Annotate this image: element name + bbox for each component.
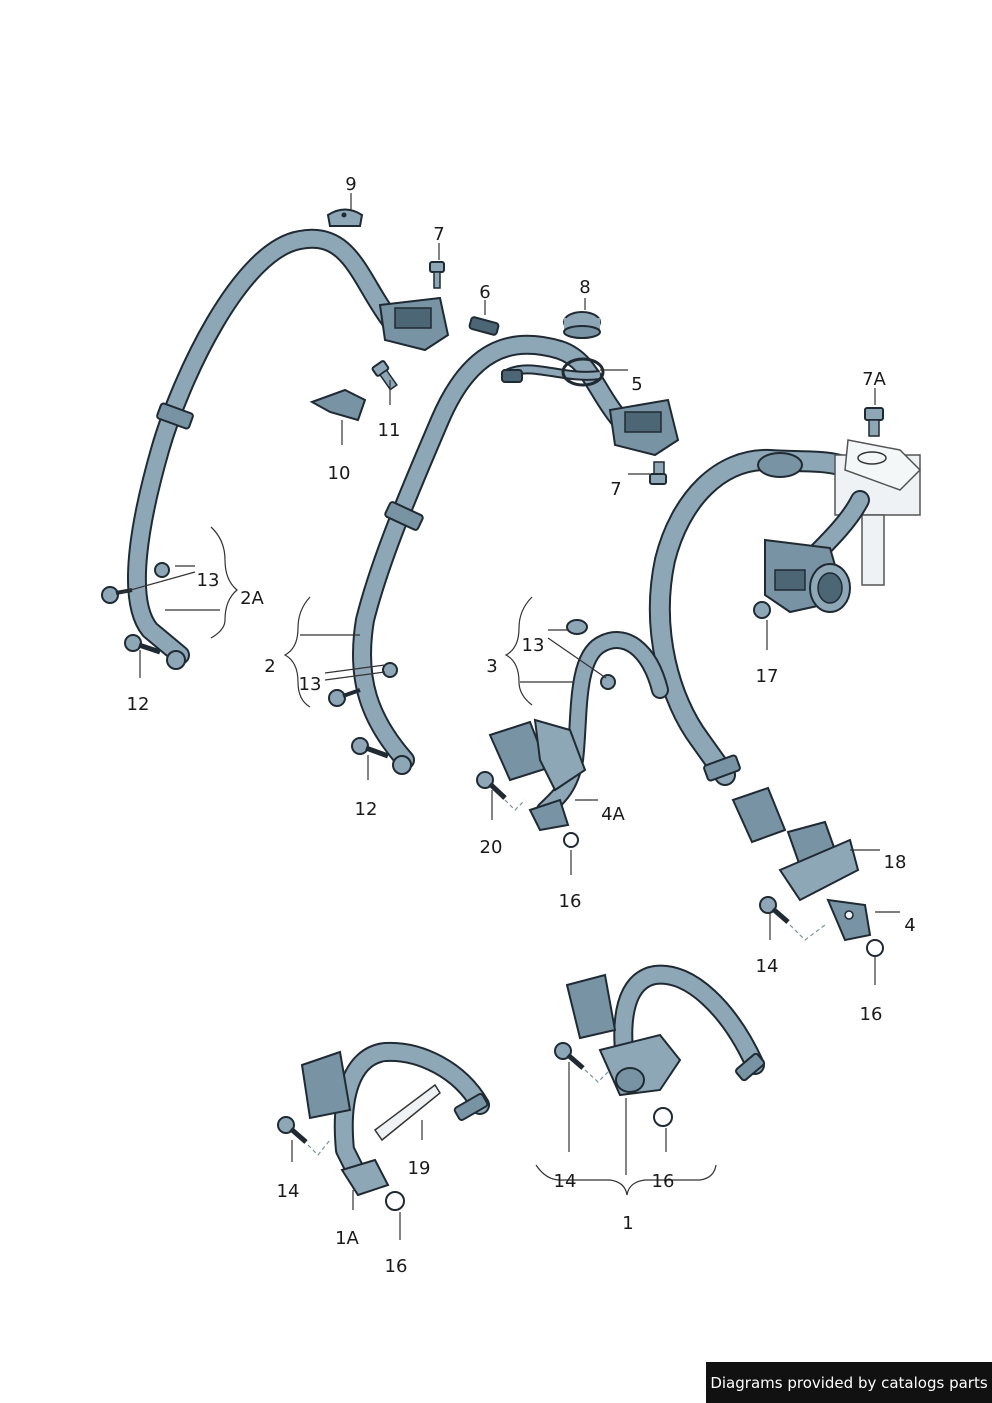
callout-13-mid: 13 bbox=[299, 674, 322, 695]
callout-4: 4 bbox=[904, 915, 915, 936]
credit-banner: Diagrams provided by catalogs parts bbox=[706, 1362, 992, 1403]
callout-14-bottom-right: 14 bbox=[554, 1171, 577, 1192]
bolts bbox=[101, 586, 790, 1144]
height-adjuster-pillar bbox=[834, 439, 922, 586]
callout-7-mid: 7 bbox=[610, 479, 621, 500]
callout-16-center: 16 bbox=[559, 891, 582, 912]
belt-ring-part-5 bbox=[501, 357, 605, 387]
belt-tongue-4 bbox=[703, 754, 741, 782]
callout-16-right: 16 bbox=[860, 1004, 883, 1025]
bolt-14-b bbox=[277, 1116, 308, 1144]
retractor-right bbox=[764, 490, 870, 614]
callout-5: 5 bbox=[631, 374, 642, 395]
dashed-guides bbox=[307, 799, 826, 1156]
anchor-plate-2 bbox=[392, 755, 412, 775]
callout-14-right: 14 bbox=[756, 956, 779, 977]
callout-8: 8 bbox=[579, 277, 590, 298]
belt-assembly-2a bbox=[126, 228, 400, 670]
callout-7-top: 7 bbox=[433, 224, 444, 245]
callout-14-bottom-left: 14 bbox=[277, 1181, 300, 1202]
belt-mount-7a bbox=[757, 452, 803, 478]
callout-6: 6 bbox=[479, 282, 490, 303]
callout-10: 10 bbox=[328, 463, 351, 484]
bolt-13-b bbox=[328, 688, 361, 707]
retractor-middle bbox=[608, 398, 680, 457]
callout-11: 11 bbox=[378, 420, 401, 441]
cap-hole-icon bbox=[341, 212, 347, 218]
bolt-part-7-top bbox=[429, 261, 445, 289]
callout-20: 20 bbox=[480, 837, 503, 858]
nut-part-17 bbox=[753, 601, 771, 619]
leader-lines bbox=[119, 193, 900, 1240]
bolt-12-a bbox=[124, 634, 161, 655]
callout-labels: 9 7 6 8 5 11 10 7 7A 13 2A 12 2 13 12 3 … bbox=[127, 174, 916, 1277]
bolt-14-a bbox=[759, 896, 790, 924]
callout-3: 3 bbox=[486, 656, 497, 677]
screw-part-11 bbox=[371, 360, 398, 391]
bolt-12-b bbox=[351, 737, 389, 759]
belt-assembly-4 bbox=[648, 448, 851, 786]
bracket-part-10 bbox=[309, 388, 367, 422]
callout-16-bottom-right: 16 bbox=[652, 1171, 675, 1192]
clip-part-6 bbox=[468, 316, 500, 336]
callout-1: 1 bbox=[622, 1213, 633, 1234]
buckle-1a bbox=[300, 1050, 352, 1120]
anchor-plate-2a bbox=[166, 650, 186, 670]
callout-7a: 7A bbox=[862, 369, 886, 390]
bolt-part-7-mid bbox=[649, 461, 667, 485]
buckle-assembly-4 bbox=[731, 786, 872, 942]
buckle-1 bbox=[565, 973, 617, 1040]
belt-guide-2 bbox=[384, 501, 424, 531]
callout-4a: 4A bbox=[601, 804, 625, 825]
callout-13-left: 13 bbox=[197, 570, 220, 591]
retractor-upper-left bbox=[378, 296, 450, 352]
callout-9: 9 bbox=[345, 174, 356, 195]
cap-part-8 bbox=[563, 311, 601, 339]
callout-12-left: 12 bbox=[127, 694, 150, 715]
bolt-14-c bbox=[554, 1042, 585, 1070]
cover-part-18 bbox=[778, 838, 860, 902]
belt-assembly-3 bbox=[488, 631, 669, 832]
callout-16-bottom-left: 16 bbox=[385, 1256, 408, 1277]
callout-2: 2 bbox=[264, 656, 275, 677]
callout-2a: 2A bbox=[240, 588, 264, 609]
bolt-part-7a bbox=[864, 407, 884, 437]
callout-12-mid: 12 bbox=[355, 799, 378, 820]
label-strip-part-19 bbox=[373, 1083, 441, 1142]
belt-guide-2a bbox=[156, 402, 194, 430]
bolt-20 bbox=[476, 771, 507, 800]
cover-cap-part-9 bbox=[326, 208, 364, 227]
callout-1a: 1A bbox=[335, 1228, 359, 1249]
bolt-13-a bbox=[101, 586, 133, 604]
belt-assembly-1a bbox=[300, 1041, 490, 1197]
callout-17: 17 bbox=[756, 666, 779, 687]
callout-13-center: 13 bbox=[522, 635, 545, 656]
callout-19: 19 bbox=[408, 1158, 431, 1179]
washers bbox=[154, 562, 884, 1211]
callout-18: 18 bbox=[884, 852, 907, 873]
belt-assembly-1 bbox=[565, 964, 765, 1097]
